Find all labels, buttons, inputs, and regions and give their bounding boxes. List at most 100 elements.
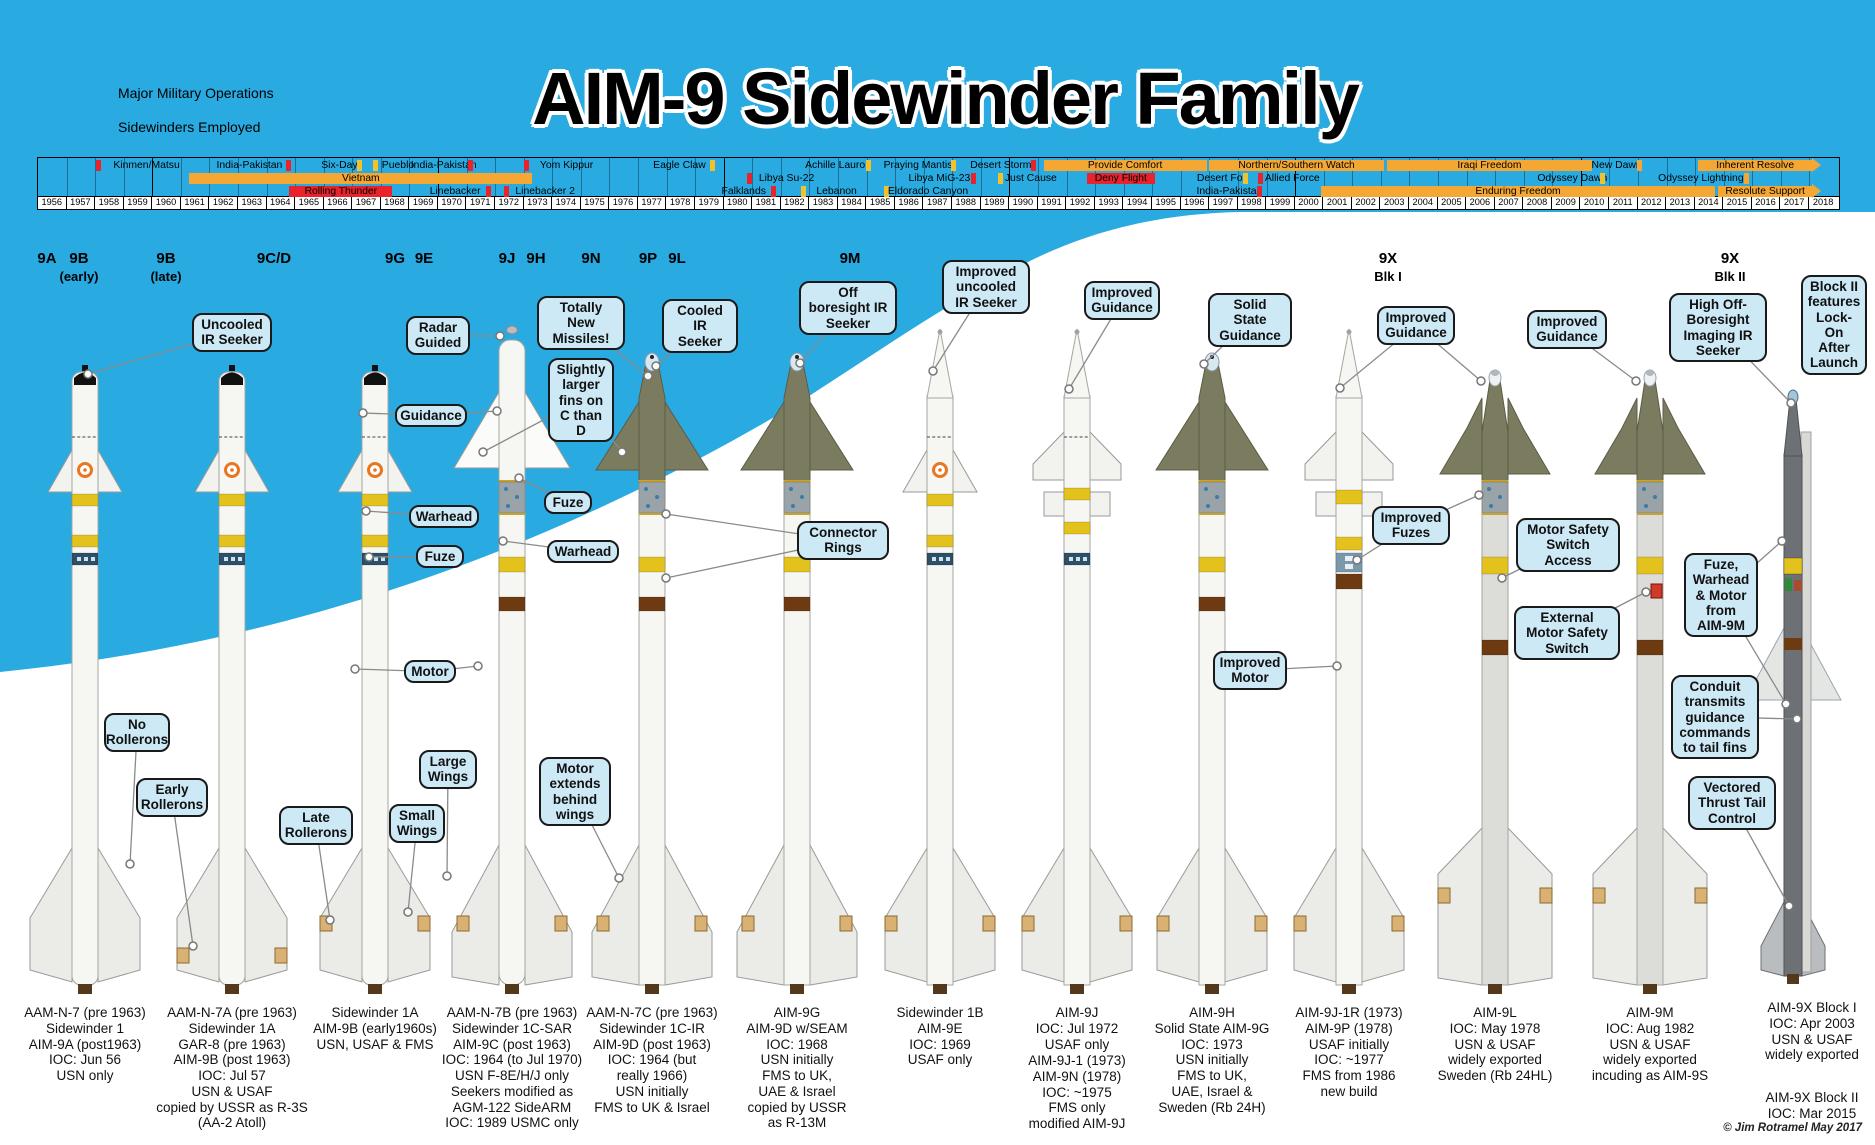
variant-marker-9J: 9J <box>498 250 516 267</box>
timeline-event-label: Praying Mantis <box>883 160 953 171</box>
caption-AIM-9M: AIM-9M IOC: Aug 1982 USN & USAF widely e… <box>1591 1005 1709 1084</box>
variant-marker-9A: 9A <box>37 250 57 267</box>
timeline-gridline <box>1495 158 1497 197</box>
timeline-gridline <box>1180 158 1182 197</box>
timeline-year: 2007 <box>1495 197 1524 209</box>
timeline-year: 1992 <box>1066 197 1095 209</box>
timeline-operation-bar: Deny Flight <box>1086 173 1156 184</box>
timeline-event-label: Just Cause <box>1004 173 1057 184</box>
callout-improved-uncooled-ir-seeker: Improved uncooled IR Seeker <box>942 260 1030 314</box>
timeline-event-label: India-Pakistan <box>1196 186 1263 197</box>
timeline-gridline <box>609 158 611 197</box>
timeline-gridline <box>1009 158 1011 197</box>
callout-no-rollerons: No Rollerons <box>104 713 170 752</box>
timeline-gridline <box>1666 158 1668 197</box>
timeline-gridline <box>1466 158 1468 197</box>
timeline-year: 2003 <box>1380 197 1409 209</box>
timeline-year: 1967 <box>352 197 381 209</box>
timeline-operation-bar: Inherent Resolve <box>1698 158 1822 172</box>
timeline-year: 1985 <box>866 197 895 209</box>
timeline-year: 1969 <box>409 197 438 209</box>
timeline-gridline <box>980 158 982 197</box>
variant-marker-9L: 9L <box>668 250 686 267</box>
variant-marker-9G: 9G <box>384 250 406 267</box>
timeline-event-tick <box>1258 173 1264 184</box>
callout-external-motor-safety-switch: External Motor Safety Switch <box>1514 606 1620 660</box>
timeline-event-tick <box>1744 173 1750 184</box>
timeline-event-label: Linebacker <box>429 186 481 197</box>
timeline-year: 2010 <box>1580 197 1609 209</box>
timeline-event-label: Desert Storm <box>970 160 1032 171</box>
caption2-AIM-9X: AIM-9X Block II IOC: Mar 2015 <box>1765 1090 1859 1121</box>
callout-motor-safety-switch-access: Motor Safety Switch Access <box>1516 518 1620 572</box>
timeline-gridline <box>780 158 782 197</box>
missile-AIM-9J-1R <box>1293 328 1405 994</box>
timeline-event-label: New Dawn <box>1591 160 1642 171</box>
timeline-event-tick <box>95 160 101 171</box>
timeline-gridline <box>1209 158 1211 197</box>
timeline-year: 2004 <box>1409 197 1438 209</box>
caption-AIM-9L: AIM-9L IOC: May 1978 USN & USAF widely e… <box>1437 1005 1553 1084</box>
timeline-gridline <box>752 158 754 197</box>
timeline-event-label: Kinmen/Matsu <box>113 160 180 171</box>
callout-warhead-right: Warhead <box>547 540 619 564</box>
timeline-event-tick <box>356 160 362 171</box>
timeline-year: 1980 <box>724 197 753 209</box>
timeline-gridline <box>1238 158 1239 197</box>
timeline-year: 1982 <box>781 197 810 209</box>
callout-fuze-warhead-motor: Fuze, Warhead & Motor from AIM-9M <box>1684 553 1758 638</box>
timeline-year: 1976 <box>609 197 638 209</box>
callout-fuze-left: Fuze <box>416 545 464 569</box>
timeline-year: 1965 <box>295 197 324 209</box>
timeline-event-label: Yom Kippur <box>539 160 594 171</box>
callout-uncooled-ir-seeker: Uncooled IR Seeker <box>192 313 272 352</box>
timeline-event-label: Lebanon <box>816 186 857 197</box>
timeline-event-tick <box>709 160 715 171</box>
timeline-event-tick <box>1242 173 1248 184</box>
timeline-gridline <box>723 158 725 197</box>
timeline-gridline <box>1580 158 1582 197</box>
timeline-gridline <box>1380 158 1382 197</box>
timeline-event-tick <box>1256 186 1262 197</box>
timeline-event-tick <box>865 160 871 171</box>
variant-marker-9M: 9M <box>839 250 861 267</box>
timeline-operation-bar: Provide Comfort <box>1043 160 1207 171</box>
timeline-event-tick <box>1599 173 1605 184</box>
timeline-year: 1998 <box>1238 197 1267 209</box>
timeline-year: 1996 <box>1181 197 1210 209</box>
timeline-arrowhead <box>1812 158 1822 172</box>
timeline-year: 1979 <box>695 197 724 209</box>
timeline-year: 1956 <box>38 197 67 209</box>
timeline-operation-bar: Northern/Southern Watch <box>1209 160 1384 171</box>
callout-improved-motor: Improved Motor <box>1213 651 1287 690</box>
timeline-event-tick <box>1636 160 1642 171</box>
legend-major-operations: Major Military Operations <box>118 85 274 101</box>
timeline-gridline <box>1780 158 1782 197</box>
timeline-year: 1961 <box>181 197 210 209</box>
timeline-event-tick <box>771 186 777 197</box>
timeline-operation-bar: Enduring Freedom <box>1320 186 1716 197</box>
caption-AIM-9B-early: AAM-N-7A (pre 1963) Sidewinder 1A GAR-8 … <box>156 1005 308 1131</box>
callout-late-rollerons: Late Rollerons <box>279 806 353 845</box>
timeline-year: 1973 <box>524 197 553 209</box>
callout-improved-guidance-9m: Improved Guidance <box>1527 310 1607 349</box>
missile-AIM-9J <box>1021 328 1133 994</box>
callout-motor: Motor <box>404 660 456 684</box>
timeline-year: 2013 <box>1666 197 1695 209</box>
callout-radar-guided: Radar Guided <box>406 316 470 355</box>
caption-AIM-9G: AIM-9G AIM-9D w/SEAM IOC: 1968 USN initi… <box>746 1005 848 1131</box>
timeline-gridline <box>1038 158 1039 197</box>
timeline-year: 2006 <box>1466 197 1495 209</box>
timeline-event-label: Desert Fox <box>1196 173 1248 184</box>
timeline-event-tick <box>971 173 977 184</box>
timeline-gridline <box>180 158 182 197</box>
timeline-year: 1966 <box>324 197 353 209</box>
caption2-AIM-9J: AIM-9J-1 (1973) AIM-9N (1978) IOC: ~1975… <box>1028 1053 1126 1132</box>
callout-vectored-thrust-tail-control: Vectored Thrust Tail Control <box>1688 776 1776 830</box>
timeline-year: 1978 <box>666 197 695 209</box>
timeline-year: 2011 <box>1609 197 1638 209</box>
timeline-gridline <box>638 158 639 197</box>
